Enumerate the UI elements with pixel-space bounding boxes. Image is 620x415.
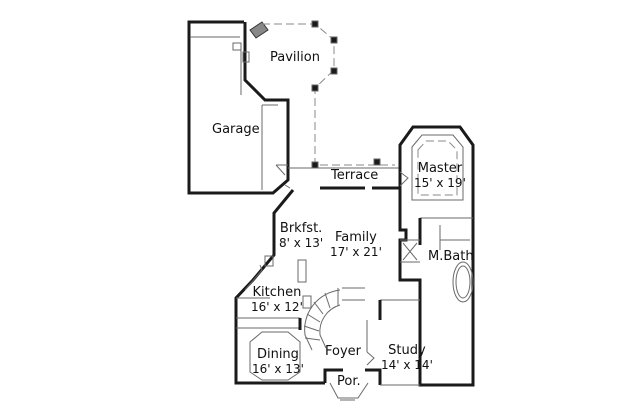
room-label-kitchen: Kitchen 16' x 12' [251, 285, 303, 315]
terrace-master-walls [284, 125, 475, 215]
room-name: Dining [256, 347, 299, 362]
curved-staircase [303, 287, 365, 351]
room-label-family: Family 17' x 21' [330, 230, 382, 260]
room-name: Study [388, 343, 426, 358]
porch-entry [329, 382, 369, 401]
room-dimensions: 14' x 14' [381, 358, 433, 372]
room-name: Por. [337, 374, 361, 389]
bathtub [452, 261, 474, 303]
room-dimensions: 16' x 13' [252, 362, 304, 376]
room-label-study: Study 14' x 14' [381, 343, 433, 373]
room-label-dining: Dining 16' x 13' [252, 347, 304, 377]
room-dimensions: 15' x 19' [414, 176, 466, 190]
pavilion-perimeter [262, 20, 395, 169]
house-walls [234, 188, 475, 387]
room-label-master: Master 15' x 19' [414, 161, 466, 191]
kitchen-counters [244, 255, 312, 309]
room-label-brkfst: Brkfst. 8' x 13' [279, 221, 323, 251]
room-label-porch: Por. [337, 374, 361, 389]
room-dimensions: 8' x 13' [279, 236, 324, 250]
room-label-terrace: Terrace [331, 168, 378, 183]
room-label-garage: Garage [212, 122, 260, 137]
room-name: Family [335, 230, 377, 245]
room-label-mbath: M.Bath [428, 249, 474, 264]
room-name: Pavilion [270, 50, 320, 65]
room-dimensions: 17' x 21' [330, 245, 382, 259]
room-name: Terrace [331, 168, 379, 183]
room-name: Brkfst. [279, 221, 323, 236]
room-name: Master [417, 161, 463, 176]
garage-walls [187, 20, 290, 195]
room-label-foyer: Foyer [325, 344, 361, 359]
room-name: M.Bath [428, 249, 474, 264]
room-label-pavilion: Pavilion [270, 50, 320, 65]
dining-tray-ceiling [249, 331, 301, 381]
room-name: Kitchen [252, 285, 302, 300]
room-name: Foyer [325, 344, 362, 359]
room-dimensions: 16' x 12' [251, 300, 303, 314]
room-name: Garage [212, 122, 260, 137]
pavilion-stair-icon [249, 21, 269, 39]
